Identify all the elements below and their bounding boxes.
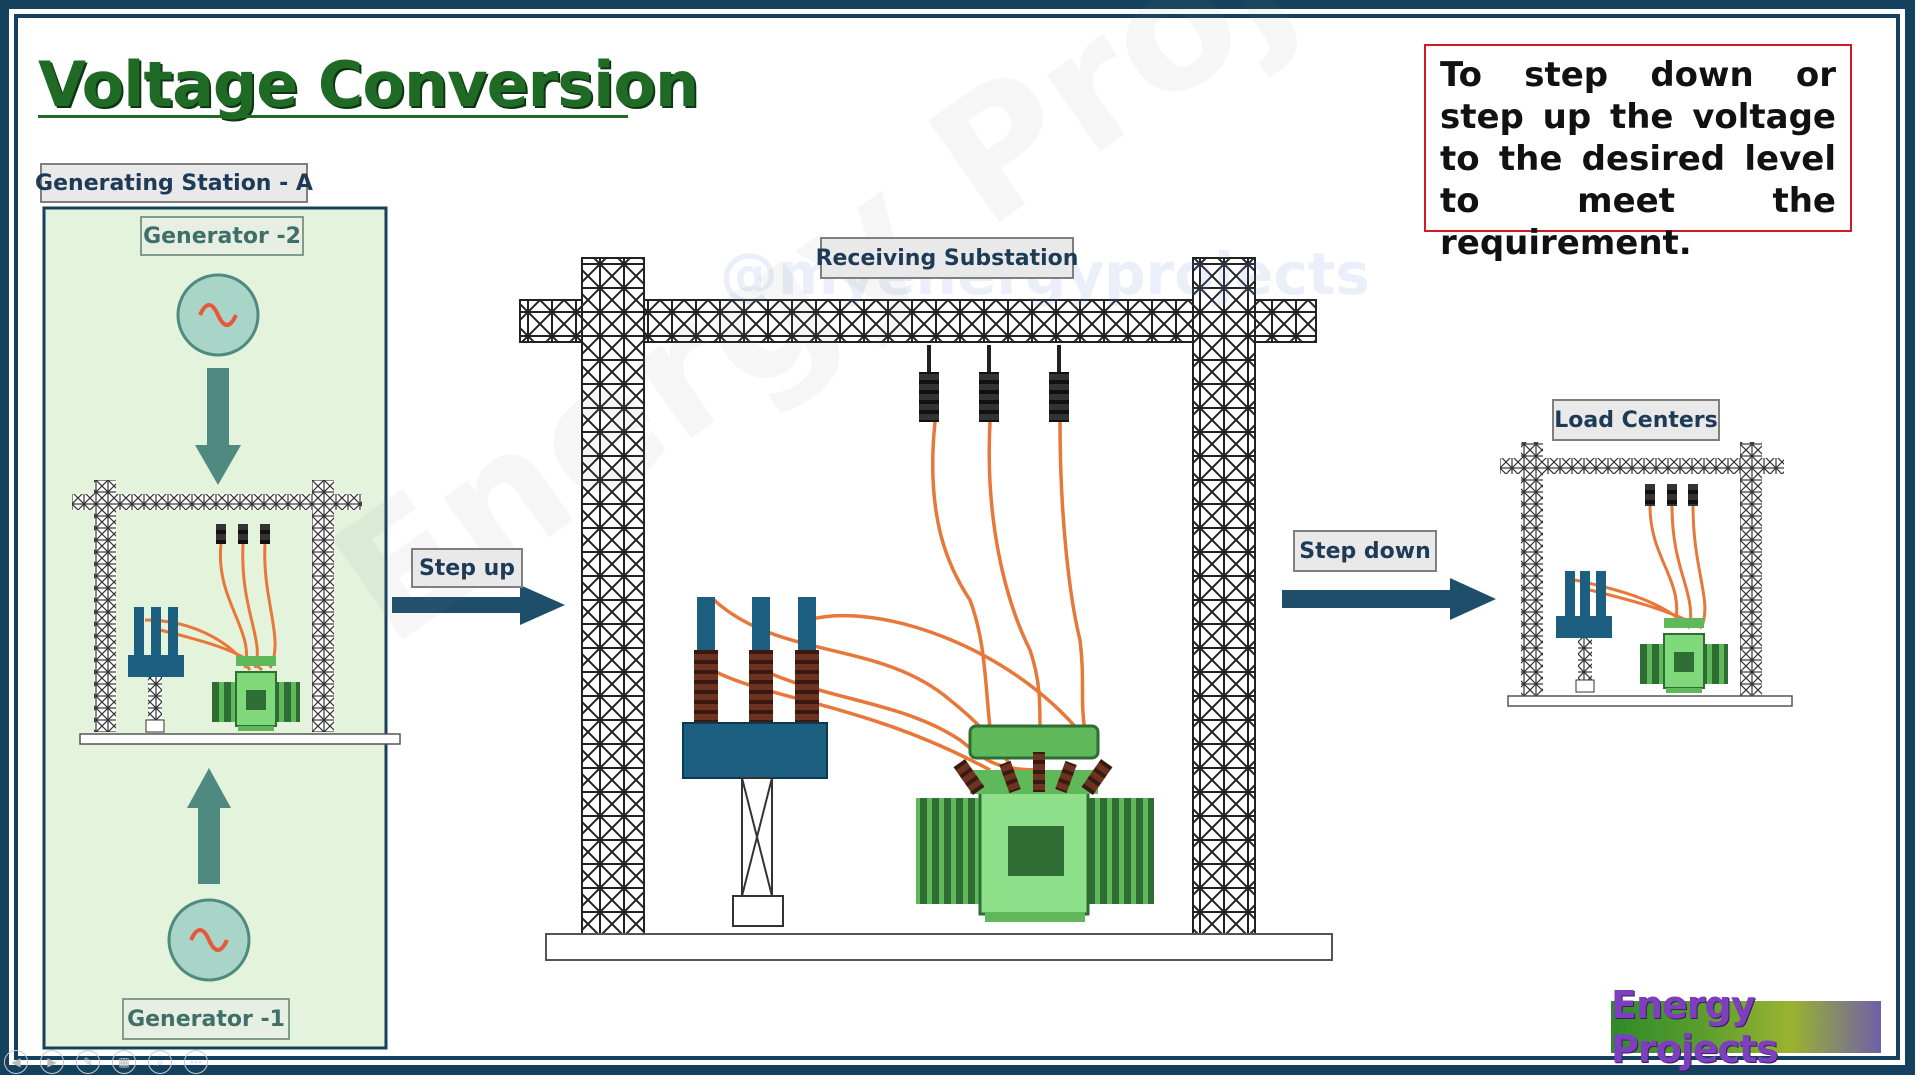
title-underline [38,115,628,118]
play-control-icons[interactable]: ◀ ▶ ✎ ▦ ⌕ ⋯ [4,1050,208,1074]
mini-substation-a [72,480,401,745]
brand-logo: Energy Projects [1611,983,1881,1071]
arrow-up-icon [187,768,231,884]
generator-2-label: Generator -2 [140,216,304,256]
ac-source-icon [167,898,251,982]
circuit-breaker [682,597,828,927]
prev-icon[interactable]: ◀ [4,1050,28,1074]
power-transformer [916,724,1154,922]
receiving-substation-structure [519,257,1333,961]
arrow-right-icon [392,585,565,625]
load-center-substation [1500,442,1793,707]
ac-source-icon [176,273,260,357]
generating-station-label: Generating Station - A [35,163,313,203]
slides-icon[interactable]: ▦ [112,1050,136,1074]
zoom-icon[interactable]: ⌕ [148,1050,172,1074]
purpose-callout: To step down or step up the voltage to t… [1424,44,1852,263]
next-icon[interactable]: ▶ [40,1050,64,1074]
generator-1-label: Generator -1 [122,998,290,1040]
step-down-label: Step down [1293,530,1437,572]
arrow-right-icon [1282,578,1496,620]
brand-logo-text: Energy Projects [1611,983,1779,1071]
page-title: Voltage Conversion [38,48,699,121]
load-centers-label: Load Centers [1552,399,1720,441]
receiving-substation-label: Receiving Substation [816,237,1078,279]
step-up-label: Step up [411,548,523,588]
pen-icon[interactable]: ✎ [76,1050,100,1074]
more-icon[interactable]: ⋯ [184,1050,208,1074]
suspension-insulators [919,345,1069,422]
arrow-down-icon [195,368,241,485]
